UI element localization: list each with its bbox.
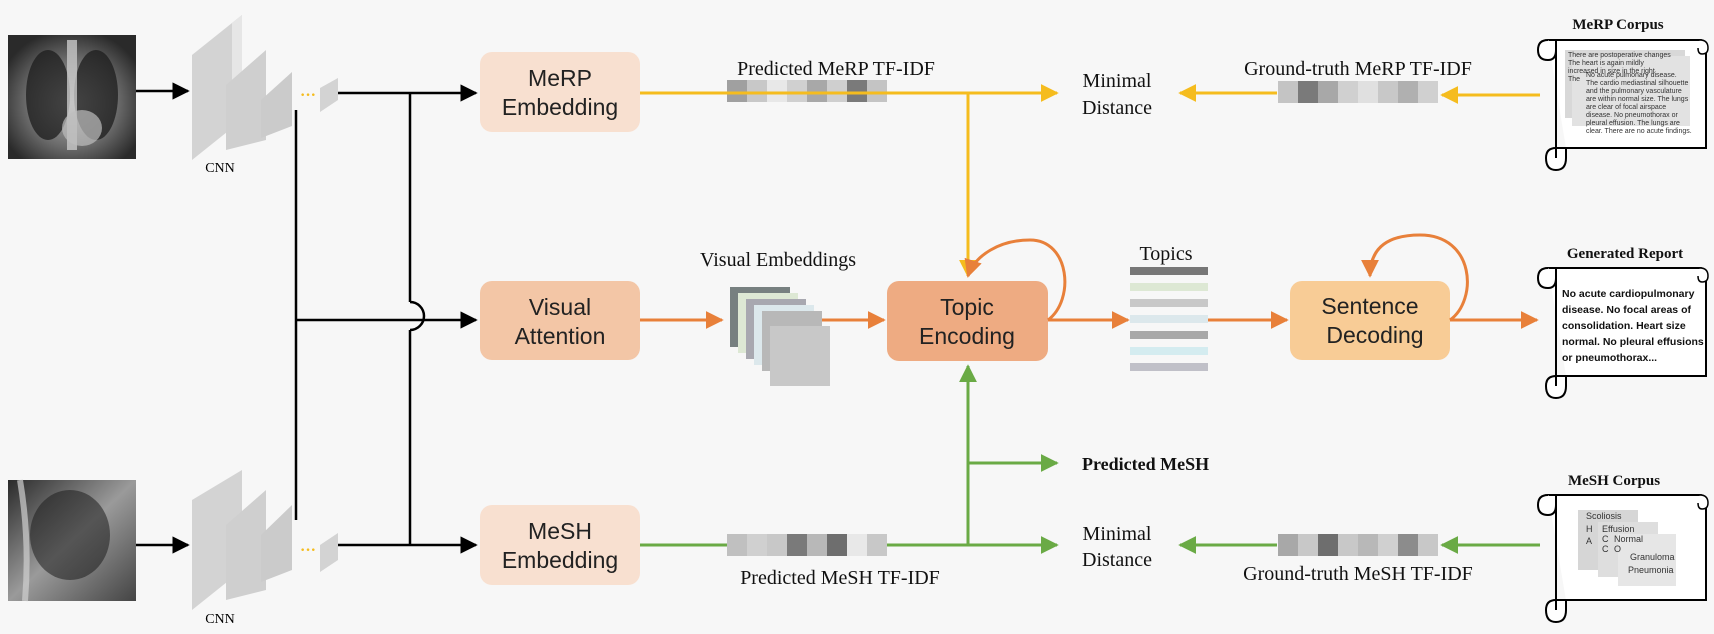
cnn-stack-top: CNN ··· [136,15,338,176]
svg-text:There are postoperative change: There are postoperative changes [1568,52,1671,59]
svg-text:Topic: Topic [940,294,994,320]
generated-report-title: Generated Report [1567,246,1683,262]
groundtruth-mesh-tfidf-label: Ground-truth MeSH TF-IDF [1243,563,1473,585]
mesh-row: Predicted MeSH TF-IDF Predicted MeSH Min… [640,364,1540,589]
svg-text:A: A [1586,536,1592,546]
svg-text:Distance: Distance [1082,97,1152,119]
minimal-distance-bottom: Minimal [1083,523,1152,545]
predicted-mesh-tfidf-vector [727,534,887,556]
svg-text:C: C [1602,544,1609,554]
svg-text:MeRP: MeRP [528,65,592,91]
merp-embedding-module: MeRP Embedding [480,52,640,132]
topics-vector [1130,267,1208,371]
groundtruth-mesh-tfidf-vector [1278,534,1438,556]
svg-text:Visual: Visual [529,294,591,320]
svg-text:The heart is again mildly: The heart is again mildly [1568,60,1644,67]
svg-text:or pneumothorax...: or pneumothorax... [1562,352,1657,364]
svg-text:The cardio mediastinal silhoue: The cardio mediastinal silhouette [1586,80,1688,87]
predicted-mesh-label: Predicted MeSH [1082,454,1209,474]
svg-text:Effusion: Effusion [1602,524,1634,534]
svg-text:increased in size in the right: increased in size in the right [1568,68,1655,75]
minimal-distance-top: Minimal [1083,70,1152,92]
predicted-merp-tfidf-label: Predicted MeRP TF-IDF [737,58,935,80]
sentence-decoding-module: Sentence Decoding [1290,281,1450,360]
merp-row: Predicted MeRP TF-IDF Minimal Distance G… [640,58,1540,278]
svg-text:No acute cardiopulmonary: No acute cardiopulmonary [1562,288,1695,300]
svg-text:Sentence: Sentence [1321,293,1418,319]
svg-text:normal. No pleural effusions: normal. No pleural effusions [1562,336,1704,348]
svg-text:MeSH: MeSH [528,518,592,544]
feature-connections [294,84,478,554]
visual-embeddings-label: Visual Embeddings [700,249,856,271]
generated-report-scroll: Generated Report No acute cardiopulmonar… [1536,246,1709,400]
mesh-corpus-scroll: MeSH Corpus Scoliosis H Effusion A C Nor… [1536,473,1709,624]
svg-text:Decoding: Decoding [1326,322,1423,348]
merp-corpus-title: MeRP Corpus [1572,17,1663,33]
svg-text:···: ··· [300,87,316,104]
merp-corpus-scroll: MeRP Corpus There are postoperative chan… [1536,17,1709,172]
svg-text:Distance: Distance [1082,549,1152,571]
svg-text:The: The [1568,76,1580,83]
svg-text:consolidation. Heart size: consolidation. Heart size [1562,320,1686,332]
xray-lateral-image [8,479,136,602]
groundtruth-merp-tfidf-label: Ground-truth MeRP TF-IDF [1244,58,1472,80]
cnn-bottom-label: CNN [205,612,235,627]
svg-text:disease. No pneumothorax or: disease. No pneumothorax or [1586,112,1678,119]
svg-text:Encoding: Encoding [919,323,1015,349]
predicted-mesh-tfidf-label: Predicted MeSH TF-IDF [740,567,940,589]
svg-text:Attention: Attention [515,323,606,349]
svg-text:Pneumonia: Pneumonia [1628,565,1674,575]
predicted-merp-tfidf-vector [727,80,887,102]
svg-text:disease. No focal areas of: disease. No focal areas of [1562,304,1691,316]
svg-text:H: H [1586,524,1593,534]
svg-text:O: O [1614,544,1621,554]
svg-text:Normal: Normal [1614,534,1643,544]
cnn-stack-bottom: CNN ··· [136,470,338,627]
svg-text:pleural effusion. The lungs ar: pleural effusion. The lungs are [1586,120,1680,127]
svg-text:C: C [1602,534,1609,544]
svg-text:Embedding: Embedding [502,547,618,573]
svg-text:Embedding: Embedding [502,94,618,120]
visual-row: Visual Embeddings Topics [640,233,1539,386]
svg-text:No acute pulmonary disease.: No acute pulmonary disease. [1586,72,1677,79]
topic-encoding-module: Topic Encoding [887,281,1048,361]
svg-text:···: ··· [300,542,316,559]
svg-text:are within normal size. The lu: are within normal size. The lungs [1586,96,1689,103]
svg-text:Scoliosis: Scoliosis [1586,511,1622,521]
mesh-embedding-module: MeSH Embedding [480,505,640,585]
cnn-top-label: CNN [205,161,235,176]
svg-text:and the pulmonary vasculature: and the pulmonary vasculature [1586,88,1682,95]
svg-text:Granuloma: Granuloma [1630,552,1675,562]
svg-text:clear. There are no acute find: clear. There are no acute findings. [1586,128,1692,135]
topics-label: Topics [1139,243,1192,265]
xray-frontal-image [8,35,136,159]
visual-embeddings-stack [730,287,830,386]
visual-attention-module: Visual Attention [480,281,640,360]
svg-text:are clear of focal airspace: are clear of focal airspace [1586,104,1666,111]
groundtruth-merp-tfidf-vector [1278,81,1438,103]
mesh-corpus-title: MeSH Corpus [1568,473,1660,489]
